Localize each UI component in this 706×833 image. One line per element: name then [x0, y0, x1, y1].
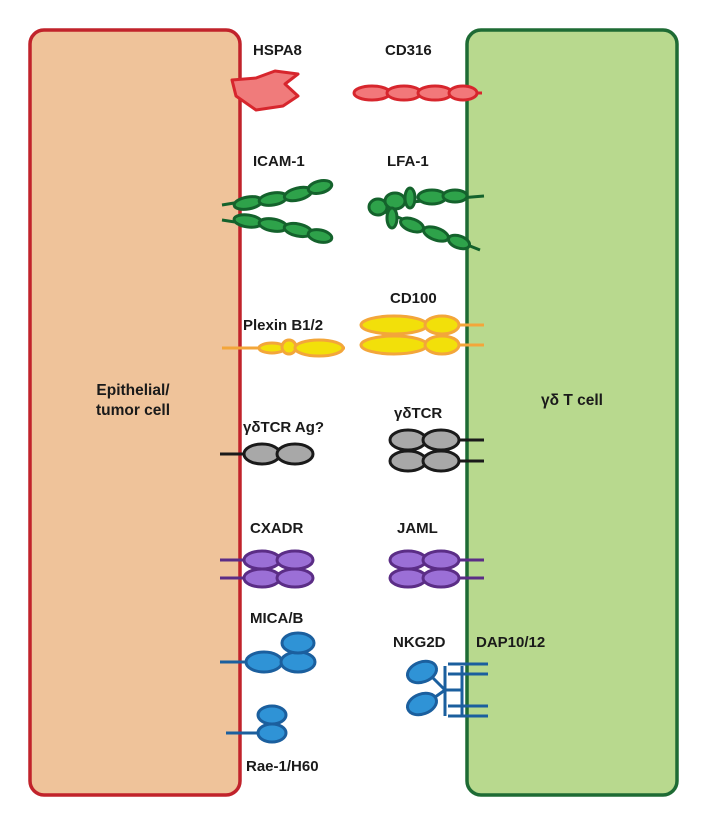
jaml-molecule	[388, 549, 484, 589]
mica-molecule	[220, 631, 317, 674]
nkg2d-dap-molecule	[405, 659, 488, 718]
epithelial-cell-label-line2: tumor cell	[96, 402, 170, 419]
hspa8-molecule	[230, 69, 300, 112]
hspa8-label: HSPA8	[253, 42, 302, 59]
plexin-molecule	[222, 338, 345, 358]
cd100-label: CD100	[390, 290, 437, 307]
epithelial-tumor-cell	[28, 28, 242, 797]
nkg2d-label: NKG2D	[393, 634, 446, 651]
cd316-molecule	[352, 84, 482, 102]
gamma-delta-t-cell	[465, 28, 679, 797]
icam1-label: ICAM-1	[253, 153, 305, 170]
tcr-ag-molecule	[220, 442, 315, 466]
tcr-molecule	[388, 428, 484, 473]
cxadr-label: CXADR	[250, 520, 304, 537]
dap-label: DAP10/12	[476, 634, 545, 651]
t-cell-label: γδ T cell	[541, 392, 603, 409]
rae-molecule	[226, 704, 288, 744]
jaml-label: JAML	[397, 520, 438, 537]
cd100-molecule	[359, 314, 484, 356]
tcr-ag-label: γδTCR Ag?	[243, 419, 324, 436]
lfa1-label: LFA-1	[387, 153, 429, 170]
icam1-molecule	[221, 178, 334, 244]
tcr-label: γδTCR	[394, 405, 442, 422]
epithelial-cell-label-line1: Epithelial/	[96, 382, 170, 399]
mica-label: MICA/B	[250, 610, 303, 627]
cd316-label: CD316	[385, 42, 432, 59]
plexin-label: Plexin B1/2	[243, 317, 323, 334]
cxadr-molecule	[220, 549, 315, 589]
lfa1-molecule	[367, 186, 485, 252]
rae-label: Rae-1/H60	[246, 758, 319, 775]
